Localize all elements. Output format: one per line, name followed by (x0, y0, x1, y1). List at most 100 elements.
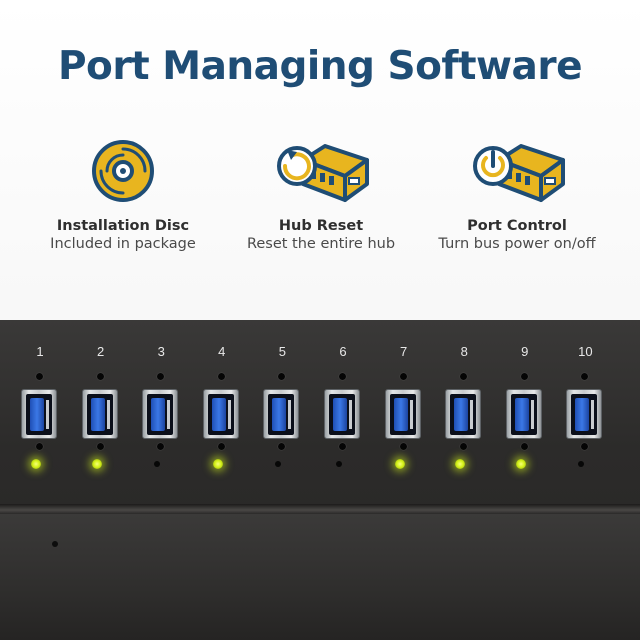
usb-port[interactable]: 9 (500, 344, 550, 474)
port-top-hole (157, 373, 165, 380)
usb-tongue (454, 398, 469, 431)
port-number: 1 (36, 344, 44, 359)
usb-socket[interactable] (81, 389, 118, 439)
port-number: 4 (218, 344, 226, 359)
port-bottom-hole (399, 443, 407, 450)
usb-socket-inner (268, 394, 295, 435)
port-number: 9 (521, 344, 529, 359)
usb-pin (46, 400, 49, 429)
usb-pin (106, 400, 110, 429)
feature-title: Installation Disc (56, 218, 190, 234)
hub-edge (0, 504, 640, 514)
usb-pin (349, 400, 352, 429)
usb-pin (227, 400, 231, 429)
usb-socket[interactable] (505, 389, 542, 439)
usb-socket-inner (147, 394, 174, 435)
port-led-on (394, 459, 405, 469)
port-control-icon (473, 144, 565, 202)
port-led-on (455, 459, 466, 469)
usb-socket[interactable] (384, 389, 421, 439)
port-led-on (212, 459, 223, 469)
port-led-on (91, 459, 102, 469)
port-top-hole (520, 373, 528, 380)
port-top-hole (399, 373, 407, 380)
usb-socket-inner (389, 394, 416, 435)
port-number: 10 (578, 344, 593, 359)
usb-socket-inner (26, 394, 52, 435)
usb-port[interactable]: 7 (379, 344, 429, 474)
port-top-hole (339, 373, 346, 380)
port-bottom-hole (157, 443, 165, 450)
port-led-on (31, 459, 41, 469)
usb-port[interactable]: 1 (15, 344, 65, 474)
usb-port[interactable]: 4 (197, 344, 247, 474)
usb-tongue (30, 398, 44, 431)
port-led-off (578, 461, 585, 467)
feature-subtitle: Turn bus power on/off (438, 236, 596, 252)
screw-hole (52, 541, 58, 547)
hub-reset-icon (277, 144, 369, 202)
usb-socket[interactable] (566, 389, 603, 439)
port-number: 7 (399, 344, 408, 359)
feature-subtitle: Included in package (50, 236, 196, 252)
usb-port[interactable]: 6 (318, 344, 368, 474)
usb-socket-inner (329, 394, 355, 435)
usb-port[interactable]: 10 (560, 344, 610, 474)
port-bottom-hole (278, 443, 286, 450)
port-bottom-hole (36, 443, 43, 450)
port-top-hole (460, 373, 468, 380)
usb-port[interactable]: 3 (136, 344, 186, 474)
port-number: 6 (339, 344, 347, 359)
usb-tongue (90, 398, 105, 431)
usb-pin (530, 400, 534, 429)
usb-socket-inner (207, 394, 234, 435)
port-bottom-hole (520, 443, 528, 450)
usb-tongue (211, 398, 226, 431)
usb-pin (167, 400, 171, 429)
port-bottom-hole (217, 443, 225, 450)
port-led-on (515, 459, 526, 469)
usb-socket[interactable] (142, 389, 179, 439)
usb-port[interactable]: 2 (76, 344, 126, 474)
port-led-off (275, 461, 282, 467)
port-bottom-hole (96, 443, 104, 450)
usb-tongue (151, 398, 166, 431)
port-led-off (336, 461, 342, 467)
page-title: Port Managing Software (57, 44, 583, 89)
port-bottom-hole (460, 443, 468, 450)
usb-socket[interactable] (324, 389, 360, 439)
port-top-hole (217, 373, 225, 380)
feature-port-control: Port Control Turn bus power on/off (407, 138, 627, 252)
usb-socket[interactable] (202, 389, 239, 439)
usb-pin (591, 400, 595, 429)
port-bottom-hole (339, 443, 346, 450)
usb-socket[interactable] (21, 389, 57, 439)
port-top-hole (96, 373, 104, 380)
usb-tongue (393, 398, 408, 431)
port-bottom-hole (581, 443, 589, 450)
usb-pin (470, 400, 474, 429)
usb-port[interactable]: 5 (257, 344, 307, 474)
usb-socket[interactable] (263, 389, 300, 439)
usb-port[interactable]: 8 (439, 344, 489, 474)
usb-tongue (272, 398, 287, 431)
port-top-hole (36, 373, 43, 380)
usb-socket[interactable] (445, 389, 482, 439)
port-number: 5 (278, 344, 286, 359)
port-number: 8 (460, 344, 468, 359)
port-top-hole (278, 373, 286, 380)
feature-title: Port Control (467, 218, 567, 234)
feature-installation-disc: Installation Disc Included in package (13, 138, 233, 252)
feature-title: Hub Reset (278, 218, 364, 234)
port-led-off (154, 461, 161, 467)
usb-socket-inner (86, 394, 113, 435)
usb-pin (288, 400, 292, 429)
usb-socket-inner (571, 394, 598, 435)
installation-disc-icon (92, 140, 154, 202)
usb-tongue (514, 398, 529, 431)
usb-tongue (333, 398, 347, 431)
feature-subtitle: Reset the entire hub (246, 236, 396, 252)
usb-pin (409, 400, 413, 429)
port-number: 2 (96, 344, 105, 359)
usb-socket-inner (510, 394, 537, 435)
